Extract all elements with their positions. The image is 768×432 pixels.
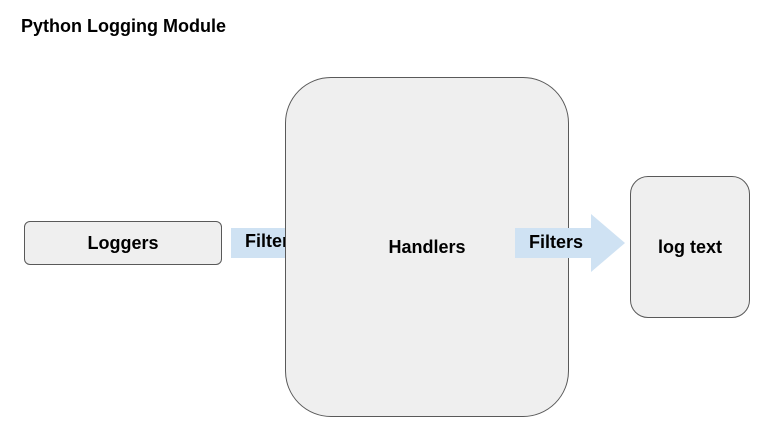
log-text-node: log text [630,176,750,318]
filters-arrow-2: Filters [515,214,625,272]
log-text-label: log text [657,236,722,257]
loggers-label: Loggers [87,232,159,253]
loggers-node: Loggers [24,221,222,265]
arrow-right-icon [515,214,625,272]
filters-label-2: Filters [529,232,584,252]
diagram-title: Python Logging Module [21,16,226,36]
handlers-label: Handlers [388,236,466,257]
